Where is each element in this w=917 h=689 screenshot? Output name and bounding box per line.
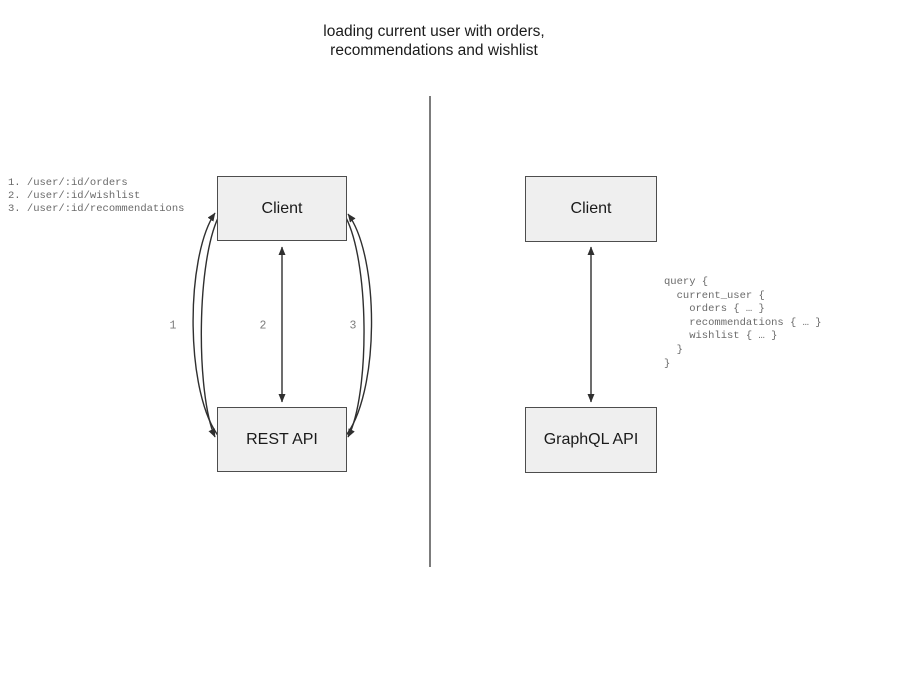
graphql-client-label: Client xyxy=(570,200,612,217)
rest-request-arrow-1 xyxy=(200,213,221,438)
endpoint-wishlist: 2. /user/:id/wishlist xyxy=(8,190,141,202)
rest-client-box: Client xyxy=(217,176,347,241)
rest-client-label: Client xyxy=(261,199,303,217)
rest-response-arrow-3 xyxy=(343,213,373,439)
arrow-label-2: 2 xyxy=(259,319,267,333)
title-line-1: loading current user with orders, xyxy=(323,23,545,40)
graphql-api-box: GraphQL API xyxy=(525,407,657,473)
graphql-client-box: Client xyxy=(525,176,657,242)
rest-api-box: REST API xyxy=(217,407,347,472)
graphql-api-label: GraphQL API xyxy=(543,431,639,448)
diagram-title: loading current user with orders, recomm… xyxy=(323,22,544,60)
query-line: wishlist { … } xyxy=(664,330,778,343)
query-line: current_user { xyxy=(664,289,765,302)
rest-response-arrow-1 xyxy=(192,212,221,439)
graphql-query-snippet: query { current_user { orders { … } reco… xyxy=(664,276,822,371)
query-line: recommendations { … } xyxy=(664,316,822,329)
endpoint-orders: 1. /user/:id/orders xyxy=(8,177,128,189)
query-line: } xyxy=(664,357,671,370)
rest-endpoints-list: 1. /user/:id/orders 2. /user/:id/wishlis… xyxy=(8,177,184,216)
rest-api-label: REST API xyxy=(246,430,318,448)
title-line-2: recommendations and wishlist xyxy=(330,42,538,59)
arrow-label-3: 3 xyxy=(349,319,357,333)
query-line: orders { … } xyxy=(664,303,765,316)
endpoint-recommendations: 3. /user/:id/recommendations xyxy=(8,203,185,215)
query-line: query { xyxy=(664,276,709,288)
query-line: } xyxy=(664,343,683,356)
arrow-label-1: 1 xyxy=(169,319,177,333)
